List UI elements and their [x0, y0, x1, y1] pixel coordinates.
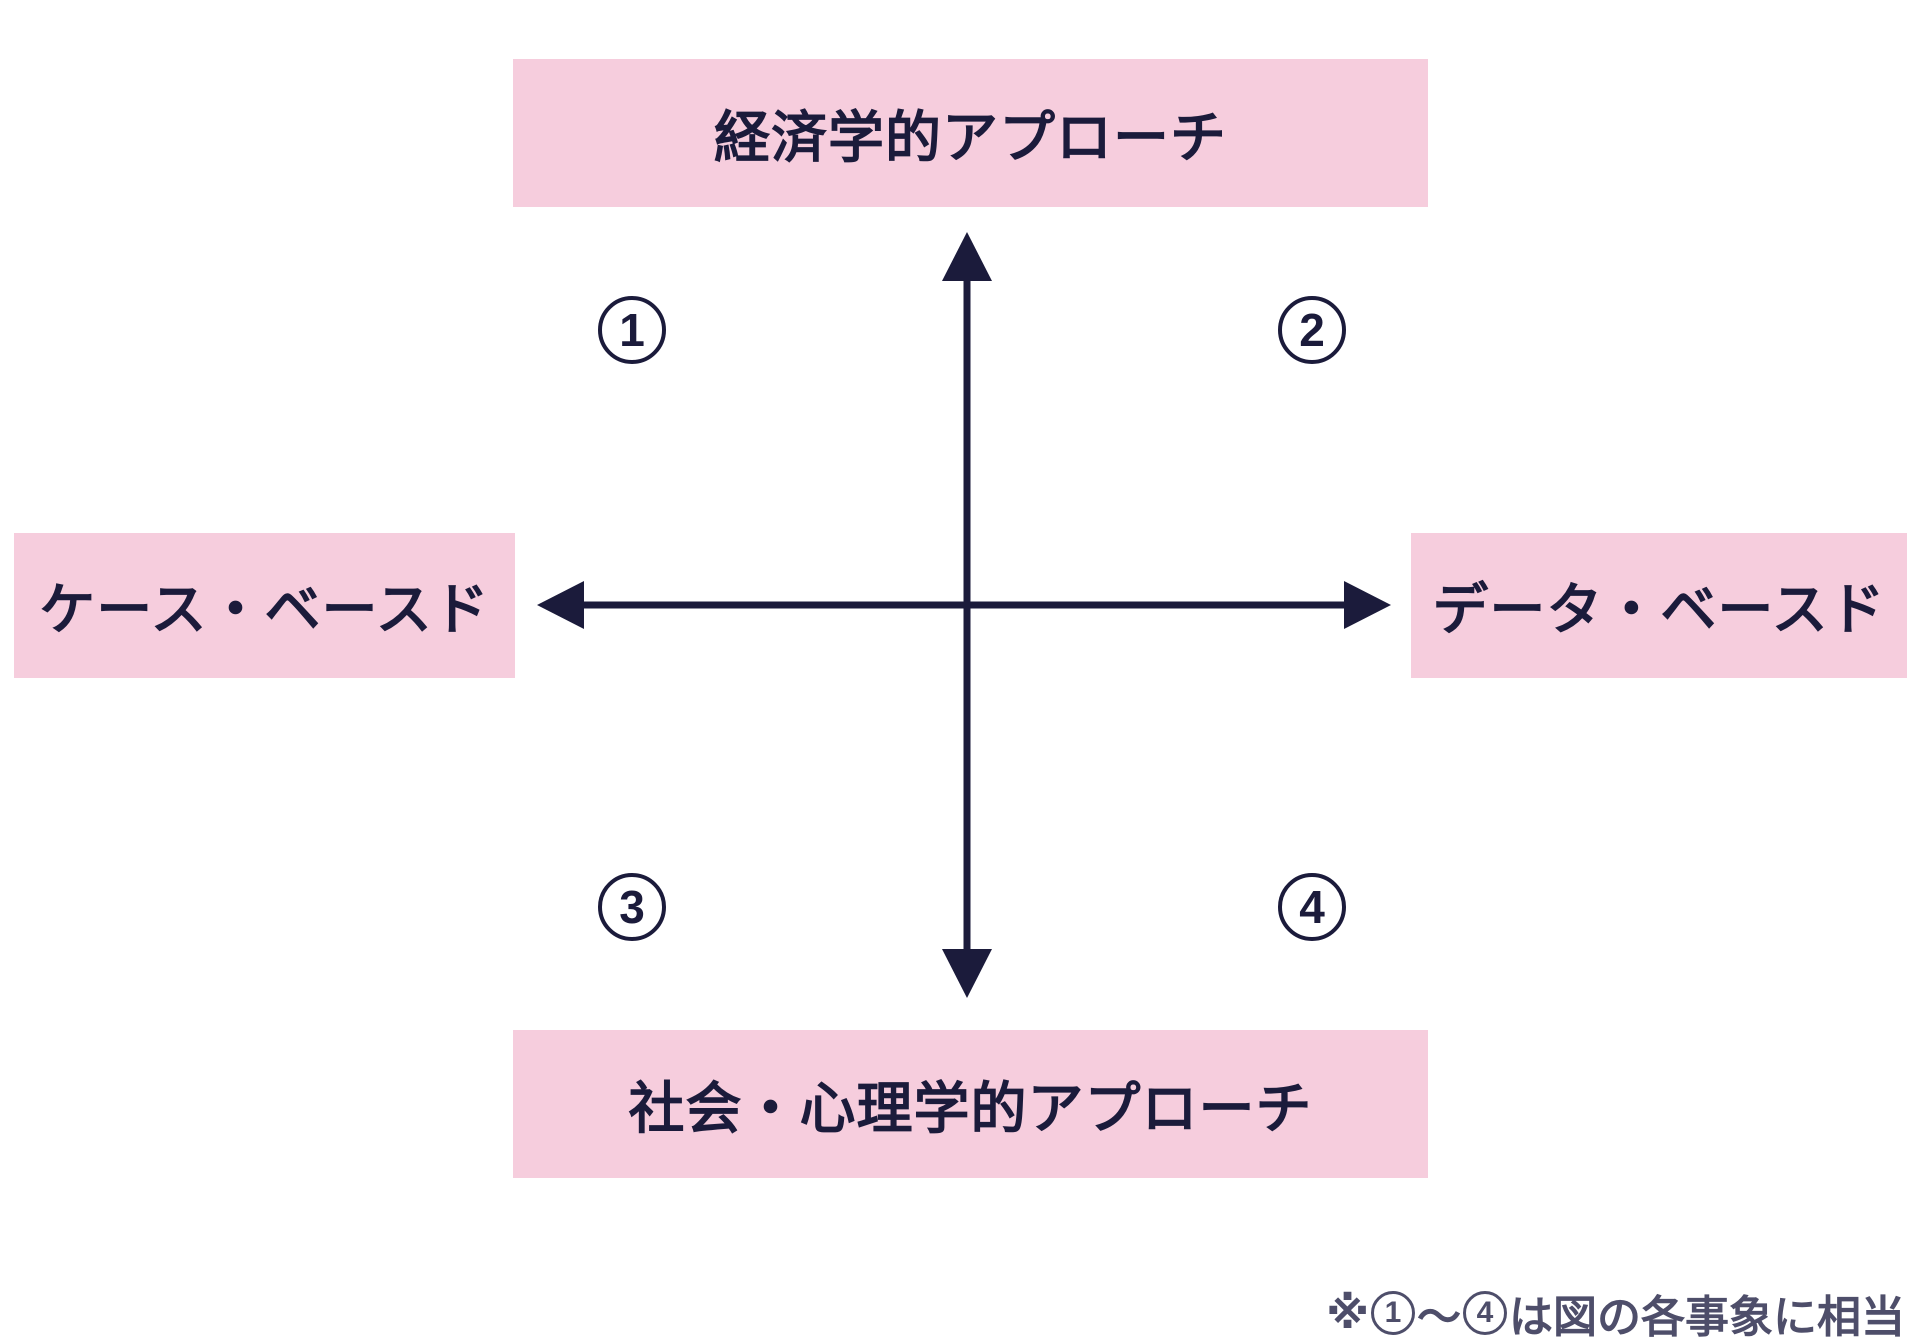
bottom-axis-label: 社会・心理学的アプローチ [628, 1076, 1313, 1140]
bottom-axis-label-box: 社会・心理学的アプローチ [513, 1030, 1428, 1178]
footnote-reference-mark: ※ [1326, 1288, 1369, 1338]
right-axis-label-box: データ・ベースド [1411, 533, 1907, 678]
arrowhead-down-icon [942, 949, 992, 998]
quadrant-marker-2: 2 [1278, 296, 1346, 364]
quadrant-number-3: 3 [619, 881, 645, 933]
right-axis-label: データ・ベースド [1432, 578, 1886, 641]
quadrant-marker-3: 3 [598, 873, 666, 941]
arrowhead-left-icon [537, 581, 584, 629]
footnote-range-separator: 〜 [1417, 1293, 1461, 1342]
footnote-text: は図の各事象に相当 [1509, 1293, 1905, 1342]
quadrant-marker-4: 4 [1278, 873, 1346, 941]
footnote: ※ 1 〜 4 は図の各事象に相当 [1326, 1281, 1905, 1342]
top-axis-label-box: 経済学的アプローチ [513, 59, 1428, 207]
left-axis-label-box: ケース・ベースド [14, 533, 515, 678]
quadrant-marker-1: 1 [598, 296, 666, 364]
quadrant-number-1: 1 [619, 304, 645, 356]
arrowhead-up-icon [942, 232, 992, 281]
quadrant-number-4: 4 [1299, 881, 1325, 933]
footnote-circled-4-icon: 4 [1463, 1291, 1507, 1335]
top-axis-label: 経済学的アプローチ [714, 105, 1227, 169]
quadrant-number-2: 2 [1299, 304, 1325, 356]
arrowhead-right-icon [1344, 581, 1391, 629]
left-axis-label: ケース・ベースド [39, 578, 490, 641]
footnote-circled-1-icon: 1 [1371, 1291, 1415, 1335]
